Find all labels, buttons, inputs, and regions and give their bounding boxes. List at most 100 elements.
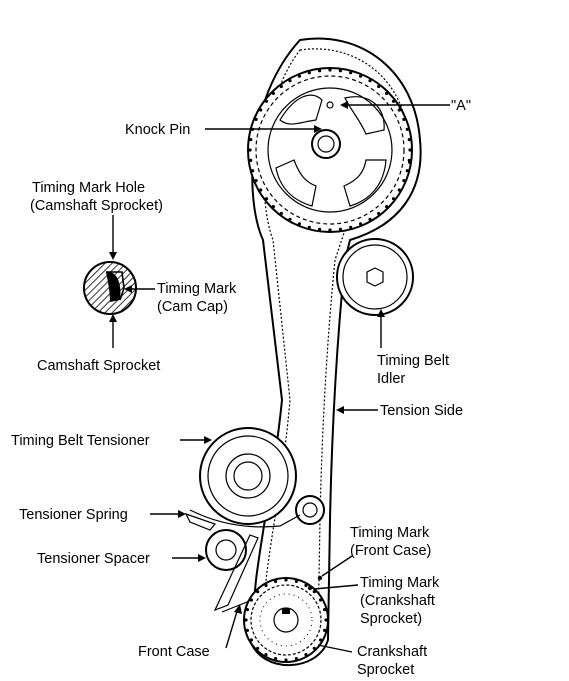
crank-sprocket-tooth <box>274 579 278 584</box>
cam-sprocket-tooth <box>407 158 411 162</box>
label-timing-mark-hole-line2: (Camshaft Sprocket) <box>30 198 163 214</box>
cam-sprocket-tooth <box>377 84 381 89</box>
crank-sprocket-tooth <box>245 628 249 633</box>
tensioner-pulley <box>189 427 325 528</box>
crank-sprocket-tooth <box>264 653 268 657</box>
cam-sprocket-tooth <box>307 71 311 75</box>
crank-sprocket-tooth <box>324 618 328 622</box>
cam-sprocket-tooth <box>385 91 389 95</box>
cam-sprocket-tooth <box>405 127 409 131</box>
cam-sprocket-tooth <box>397 188 401 192</box>
crank-sprocket-tooth <box>323 608 327 612</box>
cam-sprocket-tooth <box>307 225 311 229</box>
label-idler-line2: Idler <box>377 371 405 387</box>
label-idler-line1: Timing Belt <box>377 353 449 369</box>
cam-sprocket-tooth <box>338 69 342 73</box>
cam-sprocket-tooth <box>405 169 409 173</box>
label-front-case: Front Case <box>138 644 210 660</box>
camshaft-sprocket <box>247 67 413 233</box>
cam-sprocket-tooth <box>328 228 332 232</box>
cam-sprocket-tooth <box>271 91 275 95</box>
crank-dot-mark <box>307 585 313 591</box>
cam-sprocket-tooth <box>407 138 411 142</box>
cam-sprocket-tooth <box>259 108 263 112</box>
label-tensioner-spring: Tensioner Spring <box>19 507 128 523</box>
cam-sprocket-tooth <box>391 99 396 103</box>
cam-sprocket-tooth <box>264 99 269 103</box>
detail-inset <box>83 261 137 315</box>
crank-sprocket-tooth <box>284 658 288 662</box>
label-timing-mark-cam-line2: (Cam Cap) <box>157 299 228 315</box>
crank-sprocket-tooth <box>284 578 288 582</box>
tensioner-spacer <box>205 529 247 571</box>
crank-sprocket-tooth <box>304 653 308 657</box>
label-a: "A" <box>451 98 471 114</box>
crank-sprocket-tooth <box>244 618 248 622</box>
cam-sprocket-tooth <box>397 108 401 112</box>
leader-lines <box>109 101 450 653</box>
cam-sprocket-tooth <box>264 197 269 201</box>
crank-sprocket-tooth <box>319 598 323 602</box>
cam-sprocket-tooth <box>279 84 283 89</box>
front-case-dot-mark <box>317 575 323 581</box>
crank-sprocket-tooth <box>256 646 260 650</box>
label-camshaft-sprocket: Camshaft Sprocket <box>37 358 160 374</box>
label-timing-mark-cam-line1: Timing Mark <box>157 281 237 297</box>
label-timing-mark-hole-line1: Timing Mark Hole <box>32 180 145 196</box>
cam-sprocket-tooth <box>318 227 322 231</box>
label-tm-crank-line3: Sprocket) <box>360 611 422 627</box>
crank-sprocket-tooth <box>274 657 278 661</box>
crankshaft-sprocket <box>243 575 329 663</box>
crank-sprocket-tooth <box>319 638 323 642</box>
label-knock-pin: Knock Pin <box>125 122 190 138</box>
crank-sprocket-tooth <box>294 657 298 661</box>
label-tm-front-case-line2: (Front Case) <box>350 543 431 559</box>
cam-sprocket-tooth <box>402 117 406 121</box>
cam-sprocket-tooth <box>349 225 353 229</box>
cam-sprocket-tooth <box>318 69 322 73</box>
label-tm-front-case-line1: Timing Mark <box>350 525 430 541</box>
crank-sprocket-tooth <box>304 583 308 588</box>
crank-sprocket-tooth <box>249 598 253 602</box>
crank-sprocket-tooth <box>312 646 316 650</box>
cam-sprocket-tooth <box>271 205 275 209</box>
cam-sprocket-tooth <box>359 74 363 78</box>
label-crank-sprocket-line2: Sprocket <box>357 662 414 678</box>
label-tension-side: Tension Side <box>380 403 463 419</box>
cam-sprocket-tooth <box>288 79 292 83</box>
cam-sprocket-tooth <box>368 217 372 221</box>
cam-sprocket-tooth <box>368 79 372 83</box>
cam-sprocket-tooth <box>297 74 301 78</box>
cam-sprocket-tooth <box>402 179 406 183</box>
cam-sprocket-tooth <box>385 205 389 209</box>
cam-sprocket-tooth <box>288 217 292 221</box>
cam-sprocket-tooth <box>248 148 252 152</box>
cam-sprocket-tooth <box>377 211 381 216</box>
cam-sprocket-tooth <box>254 117 258 121</box>
cam-sprocket-tooth <box>279 211 283 216</box>
cam-sprocket-tooth <box>338 227 342 231</box>
label-tm-crank-line2: (Crankshaft <box>360 593 435 609</box>
idler-pulley <box>336 238 414 316</box>
crank-sprocket-tooth <box>312 590 316 594</box>
cam-sprocket-tooth <box>359 222 363 226</box>
cam-sprocket-tooth <box>408 148 412 152</box>
cam-sprocket-tooth <box>249 138 253 142</box>
crank-sprocket-tooth <box>294 579 298 584</box>
cam-sprocket-tooth <box>254 179 258 183</box>
cam-sprocket-tooth <box>259 188 263 192</box>
label-tensioner: Timing Belt Tensioner <box>11 433 150 449</box>
crank-sprocket-tooth <box>264 583 268 588</box>
crank-sprocket-tooth <box>249 638 253 642</box>
cam-sprocket-tooth <box>328 68 332 72</box>
cam-sprocket-tooth <box>349 71 353 75</box>
cam-sprocket-tooth <box>297 222 301 226</box>
crank-sprocket-tooth <box>323 628 327 633</box>
crank-sprocket-tooth <box>256 590 260 594</box>
cam-sprocket-tooth <box>391 197 396 201</box>
label-crank-sprocket-line1: Crankshaft <box>357 644 427 660</box>
cam-sprocket-tooth <box>249 158 253 162</box>
label-tensioner-spacer: Tensioner Spacer <box>37 551 150 567</box>
